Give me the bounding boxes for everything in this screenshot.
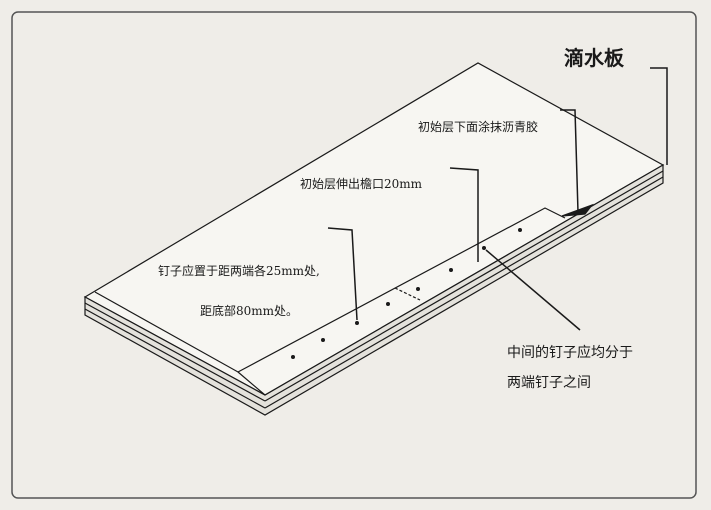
leader-lines [327, 67, 668, 331]
nail [449, 268, 453, 272]
leader-asphalt [560, 109, 579, 213]
label-middle-nails-1: 中间的钉子应均分于 [507, 345, 633, 361]
label-asphalt: 初始层下面涂抹沥青胶 [418, 120, 539, 134]
label-drip-edge: 滴水板 [564, 46, 624, 70]
frame-border [11, 11, 697, 499]
leader-drip-edge [650, 67, 668, 165]
label-middle-nails-2: 两端钉子之间 [507, 375, 591, 391]
label-overhang: 初始层伸出檐口20mm [300, 177, 423, 191]
leader-overhang [449, 167, 479, 262]
leader-middle-nails [485, 249, 581, 331]
nail [416, 287, 420, 291]
nail [386, 302, 390, 306]
nail [482, 246, 486, 250]
asphalt-marker [561, 203, 594, 217]
starter-strip-edge [94, 207, 566, 373]
nail [291, 355, 295, 359]
nail [321, 338, 325, 342]
label-nail-position-2: 距底部80mm处。 [200, 304, 299, 318]
leader-nail-position [327, 227, 358, 321]
shingle-board [83, 62, 665, 416]
nail [518, 228, 522, 232]
label-nail-position-1: 钉子应置于距两端各25mm处, [158, 264, 320, 278]
nail [355, 321, 359, 325]
nails [291, 228, 522, 359]
